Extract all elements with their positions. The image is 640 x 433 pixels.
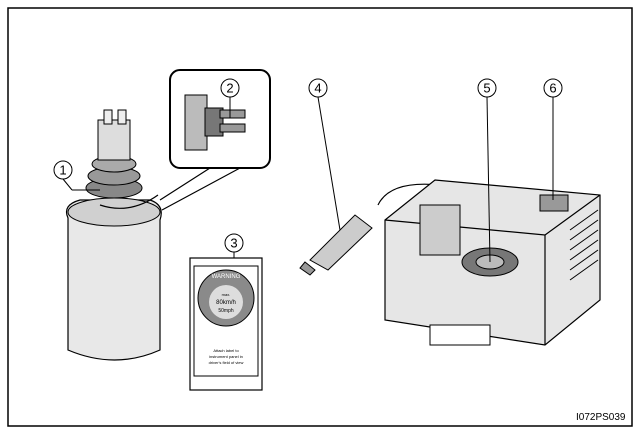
svg-text:4: 4 [314, 81, 321, 96]
callout-3: 3 [224, 233, 244, 253]
callout-2: 2 [220, 78, 240, 98]
valve-detail-inset [159, 69, 271, 211]
callout-1: 1 [53, 160, 73, 180]
figure-code: I072PS039 [576, 412, 626, 423]
warning-instruction-2: instrument panel in [209, 354, 243, 359]
warning-speed-mph: 50mph [218, 308, 234, 314]
speed-warning-label: WARNING max. 80km/h 50mph Attach label t… [189, 257, 263, 391]
sealant-bottle [65, 109, 162, 361]
warning-header: WARNING [212, 274, 241, 280]
leader-lines [62, 96, 554, 263]
warning-instruction-3: driver's field of view [209, 360, 244, 365]
warning-max: max. [222, 292, 231, 297]
warning-speed-kmh: 80km/h [216, 300, 236, 306]
compressor [384, 179, 601, 346]
svg-text:2: 2 [226, 81, 233, 96]
svg-text:5: 5 [483, 81, 490, 96]
svg-text:6: 6 [549, 81, 556, 96]
callout-5: 5 [477, 78, 497, 98]
callout-6: 6 [543, 78, 563, 98]
callout-4: 4 [308, 78, 328, 98]
svg-text:1: 1 [59, 163, 66, 178]
svg-text:3: 3 [230, 236, 237, 251]
warning-instruction-1: Attach label to [213, 348, 239, 353]
